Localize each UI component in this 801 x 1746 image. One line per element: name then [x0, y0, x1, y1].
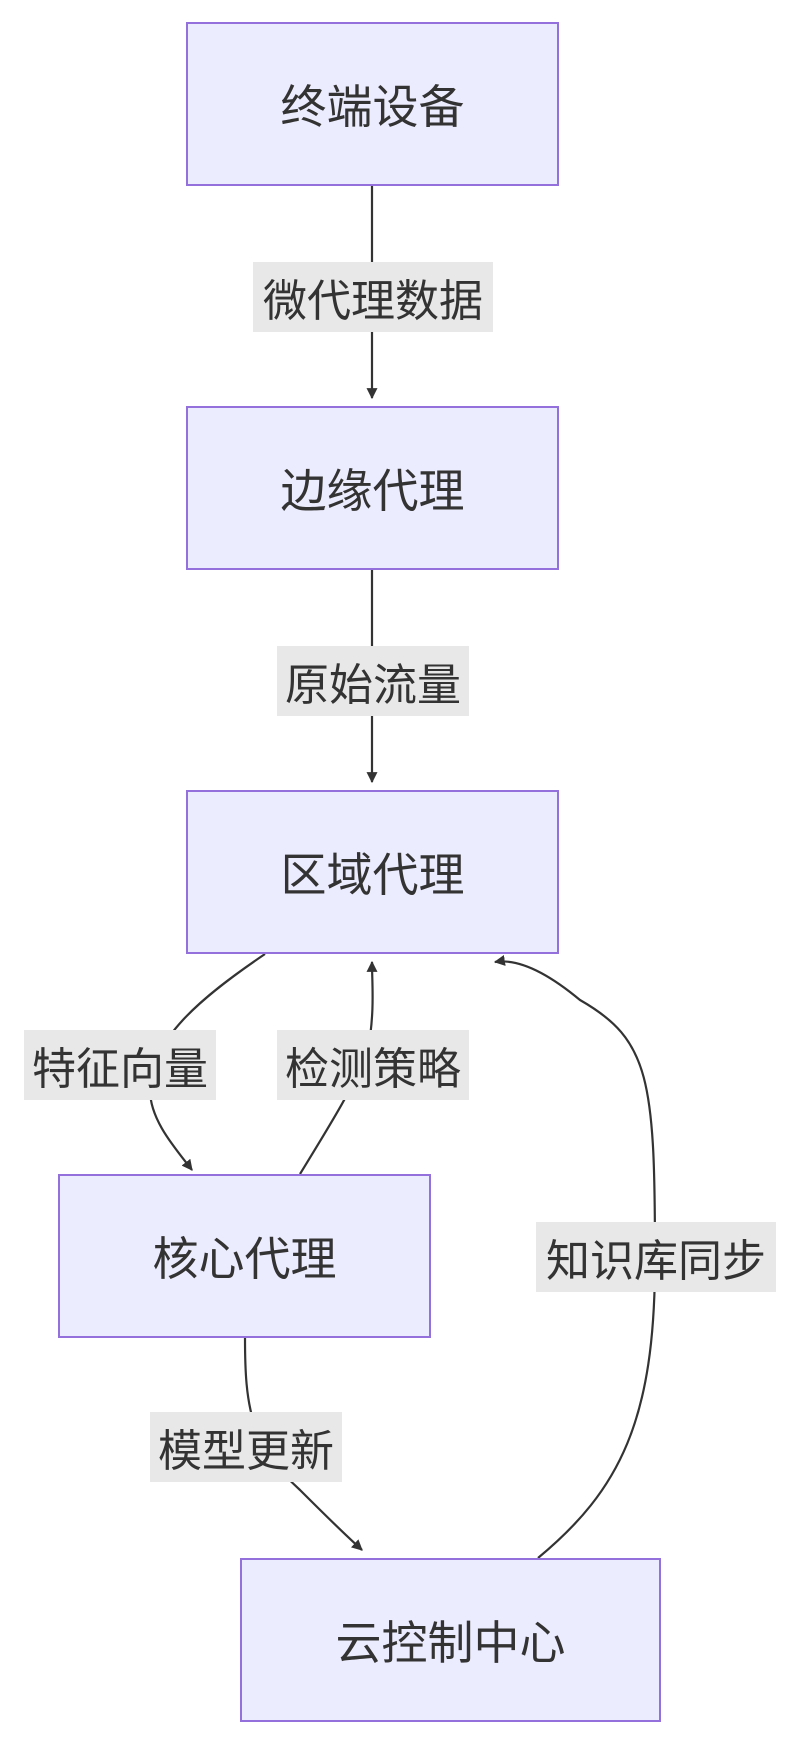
edge-label-micro-agent-data-text: 微代理数据: [263, 276, 483, 327]
node-edge-agent: 边缘代理: [186, 406, 559, 570]
edge-label-feature-vector: 特征向量: [24, 1030, 216, 1100]
edge-label-raw-traffic: 原始流量: [277, 646, 469, 716]
node-terminal-device-label: 终端设备: [280, 80, 465, 134]
edge-label-detection-policy: 检测策略: [277, 1030, 469, 1100]
edge-cloud-center-to-region-agent: [493, 955, 657, 1559]
edge-label-raw-traffic-text: 原始流量: [285, 660, 461, 711]
node-terminal-device: 终端设备: [186, 22, 559, 186]
node-region-agent: 区域代理: [186, 790, 559, 954]
edge-label-model-update-text: 模型更新: [158, 1426, 334, 1477]
node-region-agent-label: 区域代理: [280, 848, 465, 902]
node-cloud-control-center: 云控制中心: [240, 1558, 661, 1722]
node-core-agent: 核心代理: [58, 1174, 431, 1338]
node-cloud-control-center-label: 云控制中心: [335, 1616, 566, 1670]
edge-label-knowledge-sync: 知识库同步: [536, 1222, 776, 1292]
node-core-agent-label: 核心代理: [152, 1232, 337, 1286]
edge-label-feature-vector-text: 特征向量: [32, 1044, 208, 1095]
node-edge-agent-label: 边缘代理: [280, 464, 465, 518]
edge-label-micro-agent-data: 微代理数据: [253, 262, 493, 332]
edge-label-model-update: 模型更新: [150, 1412, 342, 1482]
edge-label-detection-policy-text: 检测策略: [285, 1044, 461, 1095]
edge-label-knowledge-sync-text: 知识库同步: [546, 1236, 766, 1287]
